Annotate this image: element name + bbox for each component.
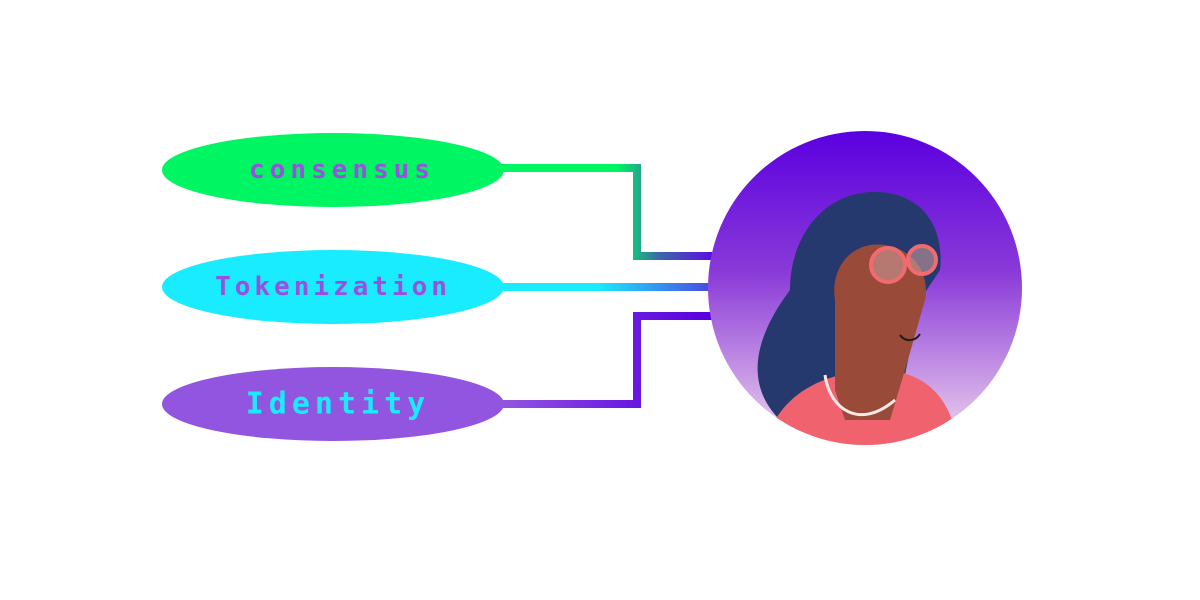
connector-consensus [500,164,712,260]
person-with-glasses-avatar [708,131,1022,445]
node-tokenization: Tokenization [162,250,504,324]
node-label-consensus: consensus [249,155,435,185]
node-label-tokenization: Tokenization [215,272,451,302]
node-label-identity: Identity [246,387,431,422]
connector-identity [500,312,712,408]
node-consensus: consensus [162,133,504,207]
node-identity: Identity [162,367,504,441]
